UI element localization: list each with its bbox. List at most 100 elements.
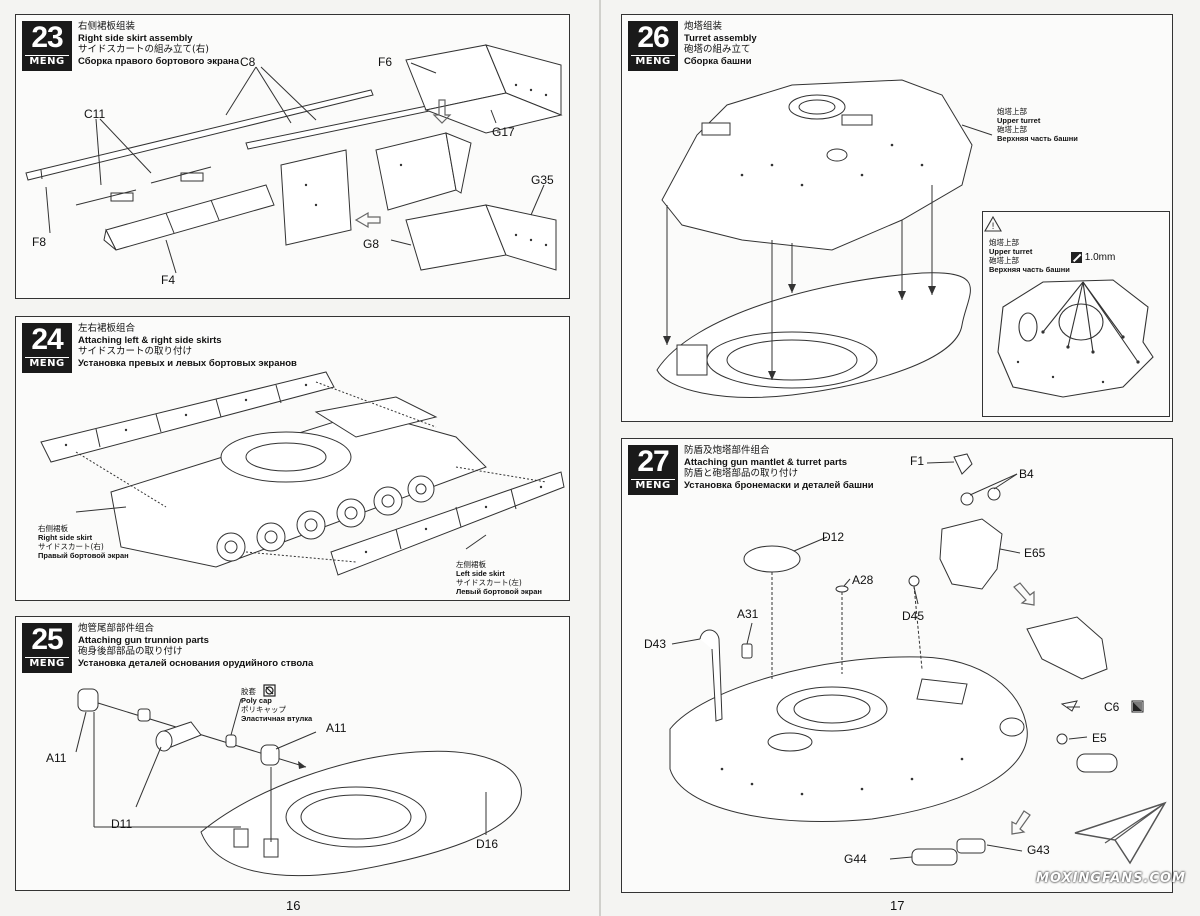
title-ru: Сборка правого бортового экрана	[78, 55, 240, 67]
step-25-panel: 25 MENG 炮管尾部部件组合 Attaching gun trunnion …	[15, 616, 570, 891]
title-en: Turret assembly	[684, 32, 757, 44]
part-g8-label: G8	[363, 237, 380, 251]
part-a11-right-label: A11	[326, 721, 347, 735]
step-number: 24	[31, 323, 63, 356]
step-27-panel: 27 MENG 防盾及炮塔部件组合 Attaching gun mantlet …	[621, 438, 1173, 893]
page-fold	[599, 0, 601, 916]
site-watermark: MOXINGFANS.COM	[1036, 871, 1186, 886]
brand-logo: MENG	[25, 657, 69, 670]
step-number: 27	[637, 445, 669, 478]
part-d11-label: D11	[111, 817, 133, 831]
polycap-ru: Эластичная втулка	[241, 714, 313, 723]
part-f8-label: F8	[32, 235, 47, 249]
part-g43-label: G43	[1027, 843, 1050, 857]
title-ru: Установка деталей основания орудийного с…	[78, 657, 314, 669]
title-ja: サイドスカートの組み立て(右)	[78, 44, 209, 55]
drill-size-note: 1.0mm	[1071, 252, 1115, 263]
step-25-titles: 炮管尾部部件组合 Attaching gun trunnion parts 砲身…	[78, 623, 313, 669]
upper-turret-zh: 炮塔上部	[997, 107, 1027, 116]
step-27-titles: 防盾及炮塔部件组合 Attaching gun mantlet & turret…	[684, 445, 874, 491]
step-26-panel: 26 MENG 炮塔组装 Turret assembly 砲塔の組み立て Сбо…	[621, 14, 1173, 422]
right-skirt-ja: サイドスカート(右)	[38, 542, 104, 551]
title-zh: 左右裙板组合	[78, 323, 136, 334]
title-zh: 炮塔组装	[684, 21, 723, 32]
right-skirt-en: Right side skirt	[38, 533, 93, 542]
turret-assembly-illustration	[656, 79, 993, 398]
title-en: Attaching gun mantlet & turret parts	[684, 456, 848, 468]
inset-upper-turret-ru: Верхняя часть башни	[989, 265, 1070, 274]
step-25-badge: 25 MENG	[22, 623, 72, 673]
part-g44-label: G44	[844, 852, 867, 866]
part-f6-label: F6	[378, 55, 393, 69]
skirt-assembly-illustration	[25, 44, 563, 274]
step-number: 25	[31, 623, 63, 656]
step-26-titles: 炮塔组装 Turret assembly 砲塔の組み立て Сборка башн…	[684, 21, 757, 67]
brand-logo: MENG	[631, 479, 675, 492]
part-f1-label: F1	[910, 454, 925, 468]
part-g35-label: G35	[531, 173, 554, 187]
title-ru: Установка превых и левых бортовых экрано…	[78, 357, 297, 369]
left-skirt-label: 左侧裙板 Left side skirt サイドスカート(左) Левый бо…	[456, 560, 542, 596]
drill-size: 1.0mm	[1084, 252, 1116, 264]
left-skirt-ja: サイドスカート(左)	[456, 578, 522, 587]
right-skirt-label: 右侧裙板 Right side skirt サイドスカート(右) Правый …	[38, 524, 129, 560]
drill-detail-illustration: !	[984, 215, 1154, 398]
page-number-right: 17	[890, 898, 905, 913]
upper-turret-ja: 砲塔上部	[997, 125, 1027, 134]
polycap-ja: ポリキャップ	[241, 705, 286, 714]
part-d16-label: D16	[476, 837, 499, 851]
part-a31-label: A31	[737, 607, 759, 621]
step-25-drawing	[16, 617, 569, 890]
step-26-badge: 26 MENG	[628, 21, 678, 71]
brand-logo: MENG	[25, 357, 69, 370]
step-23-panel: 23 MENG 右侧裙板组装 Right side skirt assembly…	[15, 14, 570, 299]
title-ru: Сборка башни	[684, 55, 752, 67]
title-ja: 防盾と砲塔部品の取り付け	[684, 468, 799, 479]
upper-turret-ru: Верхняя часть башни	[997, 134, 1078, 143]
step-27-badge: 27 MENG	[628, 445, 678, 495]
title-en: Right side skirt assembly	[78, 32, 193, 44]
mantlet-illustration	[669, 453, 1144, 866]
step-24-drawing	[16, 317, 569, 600]
page-number-left: 16	[286, 898, 301, 913]
part-a11-left-label: A11	[46, 751, 67, 765]
step-27-drawing	[622, 439, 1172, 892]
inset-upper-turret-zh: 炮塔上部	[989, 238, 1019, 247]
upper-turret-label: 炮塔上部 Upper turret 砲塔上部 Верхняя часть баш…	[997, 107, 1078, 143]
right-skirt-ru: Правый бортовой экран	[38, 551, 129, 560]
part-a28-label: A28	[852, 573, 874, 587]
trunnion-illustration	[75, 684, 522, 877]
part-d45-label: D45	[902, 609, 925, 623]
part-b4-label: B4	[1019, 467, 1034, 481]
step-number: 23	[31, 21, 63, 54]
step-24-badge: 24 MENG	[22, 323, 72, 373]
title-zh: 炮管尾部部件组合	[78, 623, 155, 634]
left-skirt-ru: Левый бортовой экран	[456, 587, 542, 596]
part-c8-label: C8	[240, 55, 256, 69]
svg-text:!: !	[991, 222, 995, 232]
step-23-drawing	[16, 15, 569, 298]
inset-upper-turret-ja: 砲塔上部	[989, 256, 1019, 265]
drill-icon	[1071, 252, 1082, 263]
polycap-en: Poly cap	[241, 696, 272, 705]
left-skirt-zh: 左侧裙板	[456, 560, 486, 569]
drill-detail-inset: ! 炮塔上部 Upper turret 砲塔上部 Верхняя часть б…	[982, 211, 1170, 417]
brand-logo: MENG	[631, 55, 675, 68]
part-g17-label: G17	[492, 125, 515, 139]
step-24-panel: 24 MENG 左右裙板组合 Attaching left & right si…	[15, 316, 570, 601]
part-d12-label: D12	[822, 530, 845, 544]
title-ja: 砲塔の組み立て	[684, 44, 751, 55]
title-en: Attaching gun trunnion parts	[78, 634, 209, 646]
step-24-titles: 左右裙板组合 Attaching left & right side skirt…	[78, 323, 297, 369]
title-ru: Установка бронемаски и деталей башни	[684, 479, 874, 491]
brand-logo: MENG	[25, 55, 69, 68]
step-23-badge: 23 MENG	[22, 21, 72, 71]
title-en: Attaching left & right side skirts	[78, 334, 222, 346]
polycap-zh: 胶套	[241, 687, 256, 696]
part-c6-label: C6	[1104, 700, 1120, 714]
step-number: 26	[637, 21, 669, 54]
title-ja: 砲身後部部品の取り付け	[78, 646, 183, 657]
part-e65-label: E65	[1024, 546, 1046, 560]
part-e5-label: E5	[1092, 731, 1107, 745]
right-skirt-zh: 右侧裙板	[38, 524, 68, 533]
